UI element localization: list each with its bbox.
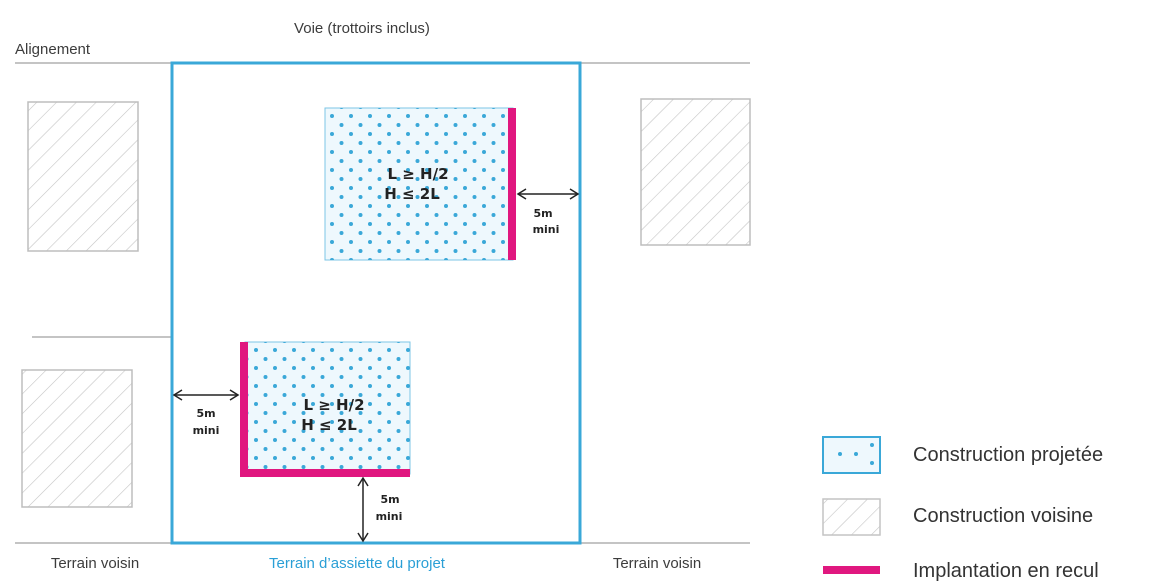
setback-facade-left <box>240 342 248 477</box>
magenta-bar-icon <box>823 566 880 574</box>
neighbor-construction-top-left <box>27 101 139 252</box>
setback-facade-bottom <box>240 469 410 477</box>
neighbor-construction-bottom-left <box>21 369 133 508</box>
formula-line2: H ≤ 2L <box>301 416 357 434</box>
street-label: Voie (trottoirs inclus) <box>294 20 430 37</box>
project-plot-boundary <box>170 61 582 545</box>
alignment-label: Alignement <box>15 41 91 58</box>
neighbor-construction-right <box>640 98 751 246</box>
legend-label: Construction projetée <box>913 444 1103 466</box>
formula-line2: H ≤ 2L <box>384 185 440 203</box>
legend-label: Construction voisine <box>913 505 1093 527</box>
legend-item-projected: Construction projetée <box>822 436 1103 474</box>
setback-facade-top <box>508 108 516 260</box>
legend-item-neighbor: Construction voisine <box>822 498 1093 536</box>
dimension-arrow-left <box>172 389 240 401</box>
dimension-value: 5m <box>533 207 552 220</box>
projected-construction-bottom: L ≥ H/2 H ≤ 2L <box>240 341 411 477</box>
dimension-unit: mini <box>533 223 560 236</box>
hatched-square-icon <box>822 498 881 536</box>
projected-construction-top: L ≥ H/2 H ≤ 2L <box>324 107 516 261</box>
dimension-unit: mini <box>376 510 403 523</box>
project-plot-label: Terrain d’assiette du projet <box>269 555 446 572</box>
dimension-value: 5m <box>196 407 215 420</box>
dimension-arrow-right <box>516 188 580 200</box>
dimension-arrow-bottom <box>357 476 369 543</box>
formula-line1: L ≥ H/2 <box>303 396 364 414</box>
dimension-value: 5m <box>380 493 399 506</box>
neighbor-plot-label-right: Terrain voisin <box>613 555 701 572</box>
legend-item-setback: Implantation en recul <box>823 560 1099 582</box>
dimension-unit: mini <box>193 424 220 437</box>
dotted-square-icon <box>822 436 881 474</box>
formula-line1: L ≥ H/2 <box>387 165 448 183</box>
legend: Construction projetée Construction voisi… <box>822 436 1103 582</box>
neighbor-plot-label-left: Terrain voisin <box>51 555 139 572</box>
legend-label: Implantation en recul <box>913 560 1099 582</box>
